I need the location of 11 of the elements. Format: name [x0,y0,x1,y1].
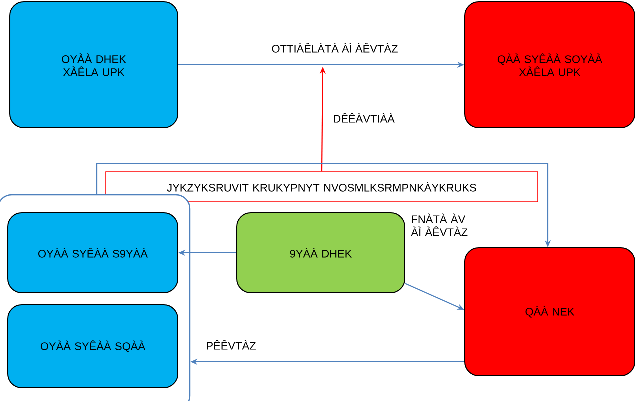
process-box: OYÀÀ DHEK XÀÊLA UPK [10,2,178,128]
text-box: JYKZYKSRUVIT KRUKYPNYT NVOSMLKSRMPNKÀYKRUKS [106,172,538,202]
process-box: 9YÀÀ DHEK [236,212,406,294]
edge-label: DÊÊÀVTIÀÀ [334,113,395,123]
edge-label: PÊÊVTÀZ [207,340,256,350]
process-box: OYÀÀ SYÊÀÀ S9YÀÀ [8,212,178,294]
process-box: QÀÀ SYÊÀÀ SOYÀÀ XÀÊLA UPK [464,2,636,128]
edge-label: FNÀTÀ ÀV ÀÌ ÀÊVTÀZ [411,214,468,236]
edge-label: OTTIÀÊLÀTÀ ÀÌ ÀÊVTÀZ [272,43,398,53]
process-box: OYÀÀ SYÊÀÀ SQÀÀ [8,304,178,388]
process-box: QÀÀ NEK [464,248,636,376]
